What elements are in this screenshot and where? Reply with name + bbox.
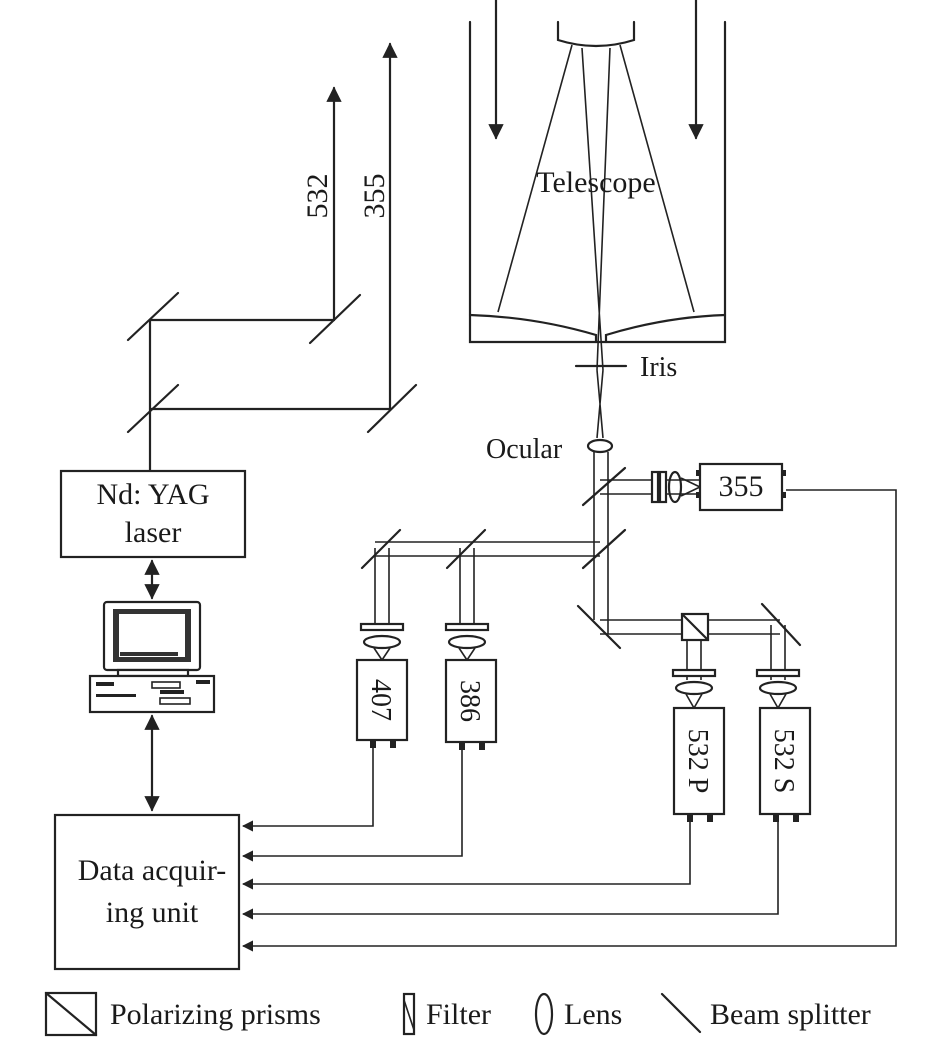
- signal-line-532s: [241, 822, 779, 920]
- daq-label-line1: Data acquir-: [78, 854, 226, 887]
- legend-lens-icon: [534, 992, 554, 1036]
- filter-532p: [671, 668, 717, 678]
- post-iris-rays: [596, 369, 604, 439]
- filter-355-b: [658, 470, 668, 504]
- daq-label-line2: ing unit: [106, 896, 199, 929]
- data-acquiring-unit: Data acquir- ing unit: [53, 813, 241, 971]
- detector-386: [444, 658, 498, 744]
- laser-box: [59, 469, 247, 559]
- detector-407-label: 407: [365, 679, 396, 721]
- beam-splitter-386: [445, 528, 487, 570]
- detector-532s-assembly: 532 S: [755, 668, 812, 822]
- detector-532s: [758, 706, 812, 816]
- iris: Iris: [574, 352, 677, 439]
- detector-532s-label: 532 S: [768, 729, 799, 794]
- beam-splitter-laser: [126, 383, 180, 434]
- lens-532s: [758, 680, 798, 696]
- detector-355-label: 355: [719, 470, 764, 503]
- receiver-beam-path: [374, 452, 786, 680]
- legend: Polarizing prisms Filter Lens Beam split…: [44, 991, 871, 1037]
- lens-355: [667, 470, 683, 504]
- computer: [88, 600, 216, 714]
- detector-355-assembly: 355: [650, 462, 786, 512]
- detector-407-assembly: 407: [355, 622, 409, 748]
- detector-532p-assembly: 532 P: [671, 668, 726, 822]
- signal-line-407: [241, 748, 374, 832]
- filter-386: [444, 622, 490, 632]
- ocular-lens: [586, 438, 614, 454]
- signal-lines: [241, 489, 897, 952]
- telescope: Telescope: [468, 0, 727, 371]
- daq-box: [53, 813, 241, 971]
- laser-transmitter: 532 355 Nd: YAG laser: [59, 42, 418, 559]
- filter-532s: [755, 668, 801, 678]
- beam-splitter-left-branch: [581, 528, 627, 570]
- beam-splitter-407: [360, 528, 402, 570]
- detector-386-assembly: 386: [444, 622, 498, 750]
- detector-407: [355, 658, 409, 742]
- laser-label-line1: Nd: YAG: [96, 478, 209, 511]
- mirror-532-branch: [576, 604, 622, 650]
- receiver-beam-splitters: [360, 466, 802, 650]
- beam-532-label: 532: [301, 174, 334, 219]
- signal-line-386: [241, 750, 463, 862]
- filter-355-a: [650, 470, 660, 504]
- legend-splitter-label: Beam splitter: [710, 998, 871, 1031]
- signal-line-532p: [241, 822, 691, 890]
- mirror-355-turn: [366, 383, 418, 434]
- lens-386: [447, 634, 487, 650]
- detector-386-label: 386: [454, 680, 485, 722]
- iris-label: Iris: [640, 352, 677, 383]
- legend-lens-label: Lens: [564, 998, 622, 1031]
- primary-mirror: [468, 313, 727, 344]
- mirror-532s: [760, 602, 802, 647]
- lens-532p: [674, 680, 714, 696]
- ocular: Ocular: [486, 434, 614, 465]
- beam-355-label: 355: [358, 174, 391, 219]
- detector-355: [698, 462, 784, 512]
- secondary-mirror: [556, 20, 636, 48]
- beam-splitter-355: [581, 466, 627, 507]
- detector-532p: [672, 706, 726, 816]
- mirror-532-turn: [308, 293, 362, 345]
- ocular-label: Ocular: [486, 434, 563, 465]
- legend-splitter-icon: [660, 992, 702, 1034]
- lens-407: [362, 634, 402, 650]
- filter-407: [359, 622, 405, 632]
- legend-prism-label: Polarizing prisms: [110, 998, 321, 1031]
- mirror-532-top: [126, 291, 180, 342]
- detector-532p-label: 532 P: [682, 729, 713, 794]
- telescope-label: Telescope: [536, 166, 656, 199]
- laser-label-line2: laser: [125, 516, 182, 549]
- signal-line-355: [241, 489, 897, 952]
- telescope-rays: [497, 44, 695, 371]
- legend-filter-label: Filter: [426, 998, 491, 1031]
